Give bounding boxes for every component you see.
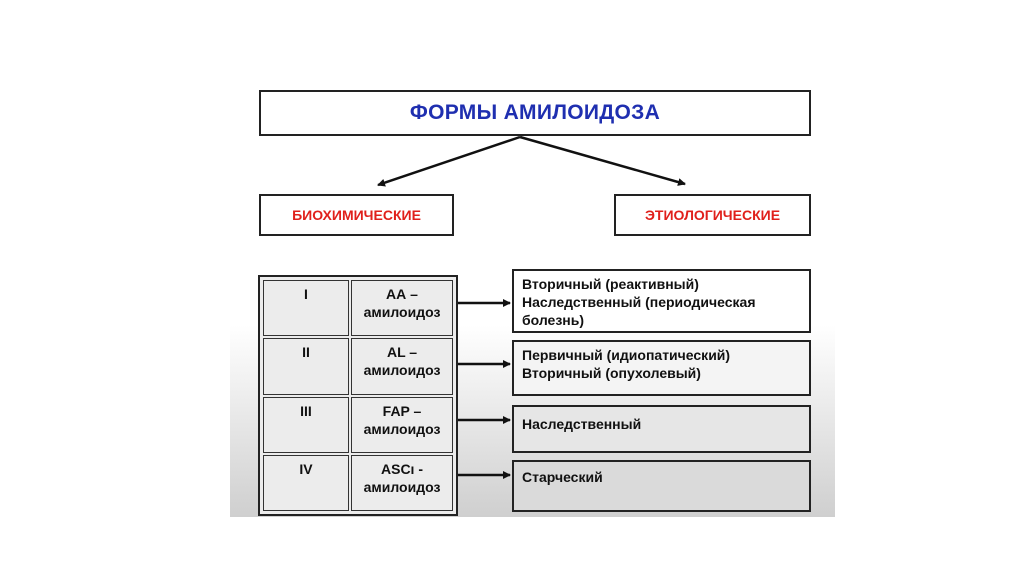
category-etiological: ЭТИОЛОГИЧЕСКИЕ bbox=[614, 194, 811, 236]
etiology-box-1: Вторичный (реактивный) Наследственный (п… bbox=[512, 269, 811, 333]
etiology-box-3: Наследственный bbox=[512, 405, 811, 453]
etiology-3-line-1: Наследственный bbox=[522, 416, 642, 432]
row-3-type-line-1: FAP – bbox=[382, 402, 422, 419]
row-4-type: ASCı - амилоидоз bbox=[351, 454, 453, 511]
etiology-1-line-1: Вторичный (реактивный) bbox=[522, 276, 699, 292]
row-1-number: I bbox=[263, 280, 349, 337]
row-1-type: АА – амилоидоз bbox=[351, 280, 453, 337]
diagram-title: ФОРМЫ АМИЛОИДОЗА bbox=[259, 90, 811, 136]
etiology-4-line-1: Старческий bbox=[522, 469, 603, 485]
row-3-type-line-2: амилоидоз bbox=[363, 420, 441, 437]
row-3-number: III bbox=[263, 396, 349, 453]
row-1-type-line-1: АА – bbox=[386, 286, 418, 302]
etiology-2-line-2: Вторичный (опухолевый) bbox=[522, 365, 701, 381]
row-2-type: AL – амилоидоз bbox=[351, 338, 453, 395]
row-4-number: IV bbox=[263, 454, 349, 511]
row-2-type-line-1: AL – bbox=[386, 344, 418, 361]
etiology-2-line-1: Первичный (идиопатический) bbox=[522, 347, 731, 363]
row-2-number: II bbox=[263, 338, 349, 395]
etiology-1-line-2: Наследственный (периодическая bbox=[522, 294, 756, 310]
etiology-box-2: Первичный (идиопатический) Вторичный (оп… bbox=[512, 340, 811, 396]
amyloidosis-types-table: I АА – амилоидоз II AL – амилоидоз III F… bbox=[258, 275, 458, 516]
category-biochemical: БИОХИМИЧЕСКИЕ bbox=[259, 194, 454, 236]
row-4-type-line-2: амилоидоз bbox=[363, 478, 441, 495]
etiology-box-4: Старческий bbox=[512, 460, 811, 512]
row-3-type: FAP – амилоидоз bbox=[351, 396, 453, 453]
row-4-type-line-1: ASCı - bbox=[381, 460, 423, 477]
row-2-type-line-2: амилоидоз bbox=[363, 362, 441, 379]
row-1-type-line-2: амилоидоз bbox=[363, 304, 441, 320]
etiology-1-line-3: болезнь) bbox=[522, 312, 585, 328]
